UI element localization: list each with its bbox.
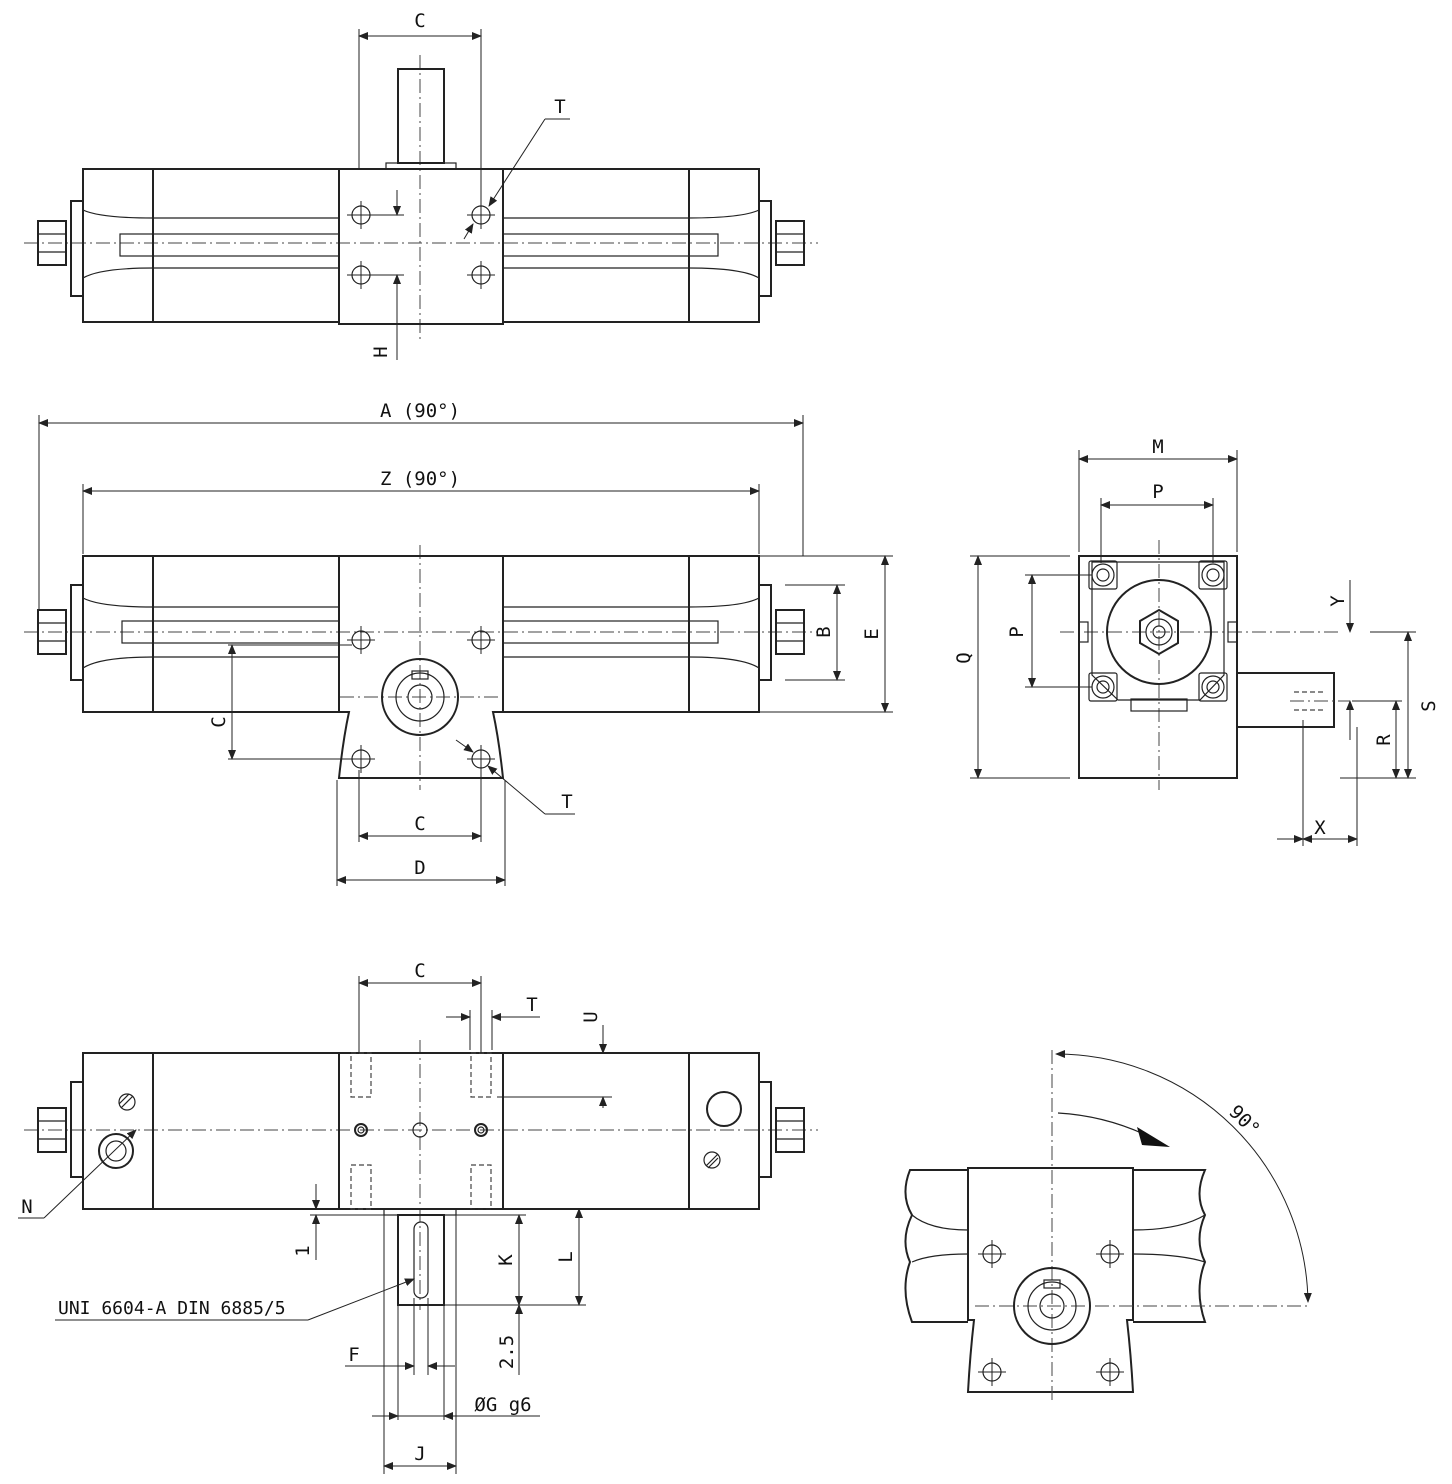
rotation-view (904, 1050, 1312, 1400)
front-dim-b: B (813, 626, 835, 637)
side-dim-x: X (1314, 817, 1326, 839)
top-view (24, 29, 818, 360)
side-dim-s: S (1418, 700, 1440, 711)
side-dim-p-vertical: P (1006, 626, 1028, 637)
front-dim-d: D (414, 857, 425, 879)
side-dim-p-horizontal: P (1152, 481, 1163, 503)
bottom-dim-k: K (495, 1254, 517, 1266)
top-dim-c: C (414, 10, 425, 32)
bottom-dim-2-5: 2.5 (496, 1335, 518, 1369)
bottom-dim-j: J (414, 1443, 425, 1465)
front-dim-a: A (90°) (380, 400, 460, 422)
front-view (24, 415, 893, 886)
side-dim-q: Q (953, 652, 975, 663)
bottom-dim-g: ØG g6 (474, 1394, 531, 1416)
side-dim-y: Y (1327, 595, 1349, 607)
bottom-view (18, 976, 818, 1474)
key-standard-label: UNI 6604-A DIN 6885/5 (58, 1298, 286, 1319)
front-dim-c-vertical: C (208, 716, 230, 727)
top-dim-t: T (554, 96, 565, 118)
top-dim-h: H (370, 346, 392, 357)
bottom-dim-u: U (580, 1011, 602, 1022)
front-dim-t: T (561, 791, 572, 813)
bottom-dim-t: T (526, 994, 537, 1016)
bottom-dim-l: L (555, 1251, 577, 1262)
bottom-dim-1: 1 (292, 1245, 314, 1256)
side-view (970, 450, 1416, 846)
side-dim-r: R (1373, 734, 1395, 746)
front-dim-e: E (861, 628, 883, 639)
bottom-dim-c: C (414, 960, 425, 982)
rotation-angle-label: 90° (1224, 1101, 1264, 1141)
bottom-dim-n: N (21, 1196, 32, 1218)
side-dim-m: M (1152, 436, 1163, 458)
front-dim-z: Z (90°) (380, 468, 460, 490)
front-dim-c-bottom: C (414, 813, 425, 835)
bottom-dim-f: F (348, 1344, 359, 1366)
